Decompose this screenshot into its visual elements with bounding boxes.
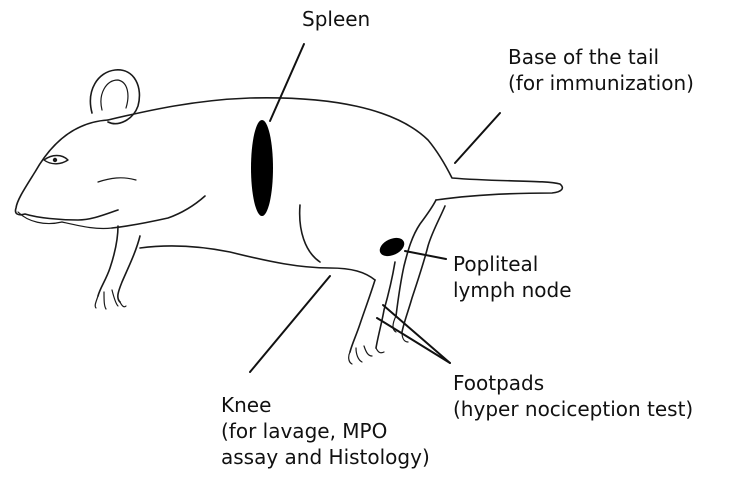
popliteal-label: Popliteal lymph node — [453, 251, 572, 303]
tail-pointer-line — [455, 113, 500, 163]
popliteal-label-line2: lymph node — [453, 277, 572, 303]
mouse-inner-ear — [101, 80, 128, 110]
knee-label-line2: (for lavage, MPO — [221, 418, 430, 444]
footpads-pointer-line-1 — [383, 305, 450, 363]
tail-label: Base of the tail (for immunization) — [508, 44, 694, 96]
mouse-ear — [90, 70, 139, 124]
mouse-back-outline — [108, 98, 562, 200]
knee-label-line1: Knee — [221, 392, 430, 418]
knee-pointer-line — [250, 276, 330, 372]
popliteal-lymph-node — [377, 234, 407, 259]
knee-label-line3: assay and Histology) — [221, 444, 430, 470]
footpads-label-line1: Footpads — [453, 370, 693, 396]
mouse-head-outline — [15, 120, 118, 220]
mouse-neck — [112, 196, 205, 228]
knee-label: Knee (for lavage, MPO assay and Histolog… — [221, 392, 430, 470]
mouse-hind-leg-back — [396, 200, 445, 332]
tail-label-line2: (for immunization) — [508, 70, 694, 96]
footpads-label: Footpads (hyper nociception test) — [453, 370, 693, 422]
mouse-thigh — [300, 205, 320, 262]
spleen-organ — [251, 120, 273, 216]
spleen-label-text: Spleen — [302, 6, 370, 32]
mouse-chin — [62, 222, 112, 229]
mouse-hind-paw-front — [349, 346, 384, 364]
mouse-belly-outline — [140, 246, 375, 280]
tail-label-line1: Base of the tail — [508, 44, 694, 70]
spleen-pointer-line — [270, 44, 304, 121]
footpads-pointer-line-2 — [377, 318, 450, 363]
mouse-forelimb — [98, 226, 140, 302]
spleen-label: Spleen — [302, 6, 370, 32]
mouse-cheek — [98, 178, 136, 182]
mouse-hind-leg-front — [350, 262, 395, 352]
footpads-label-line2: (hyper nociception test) — [453, 396, 693, 422]
popliteal-label-line1: Popliteal — [453, 251, 572, 277]
